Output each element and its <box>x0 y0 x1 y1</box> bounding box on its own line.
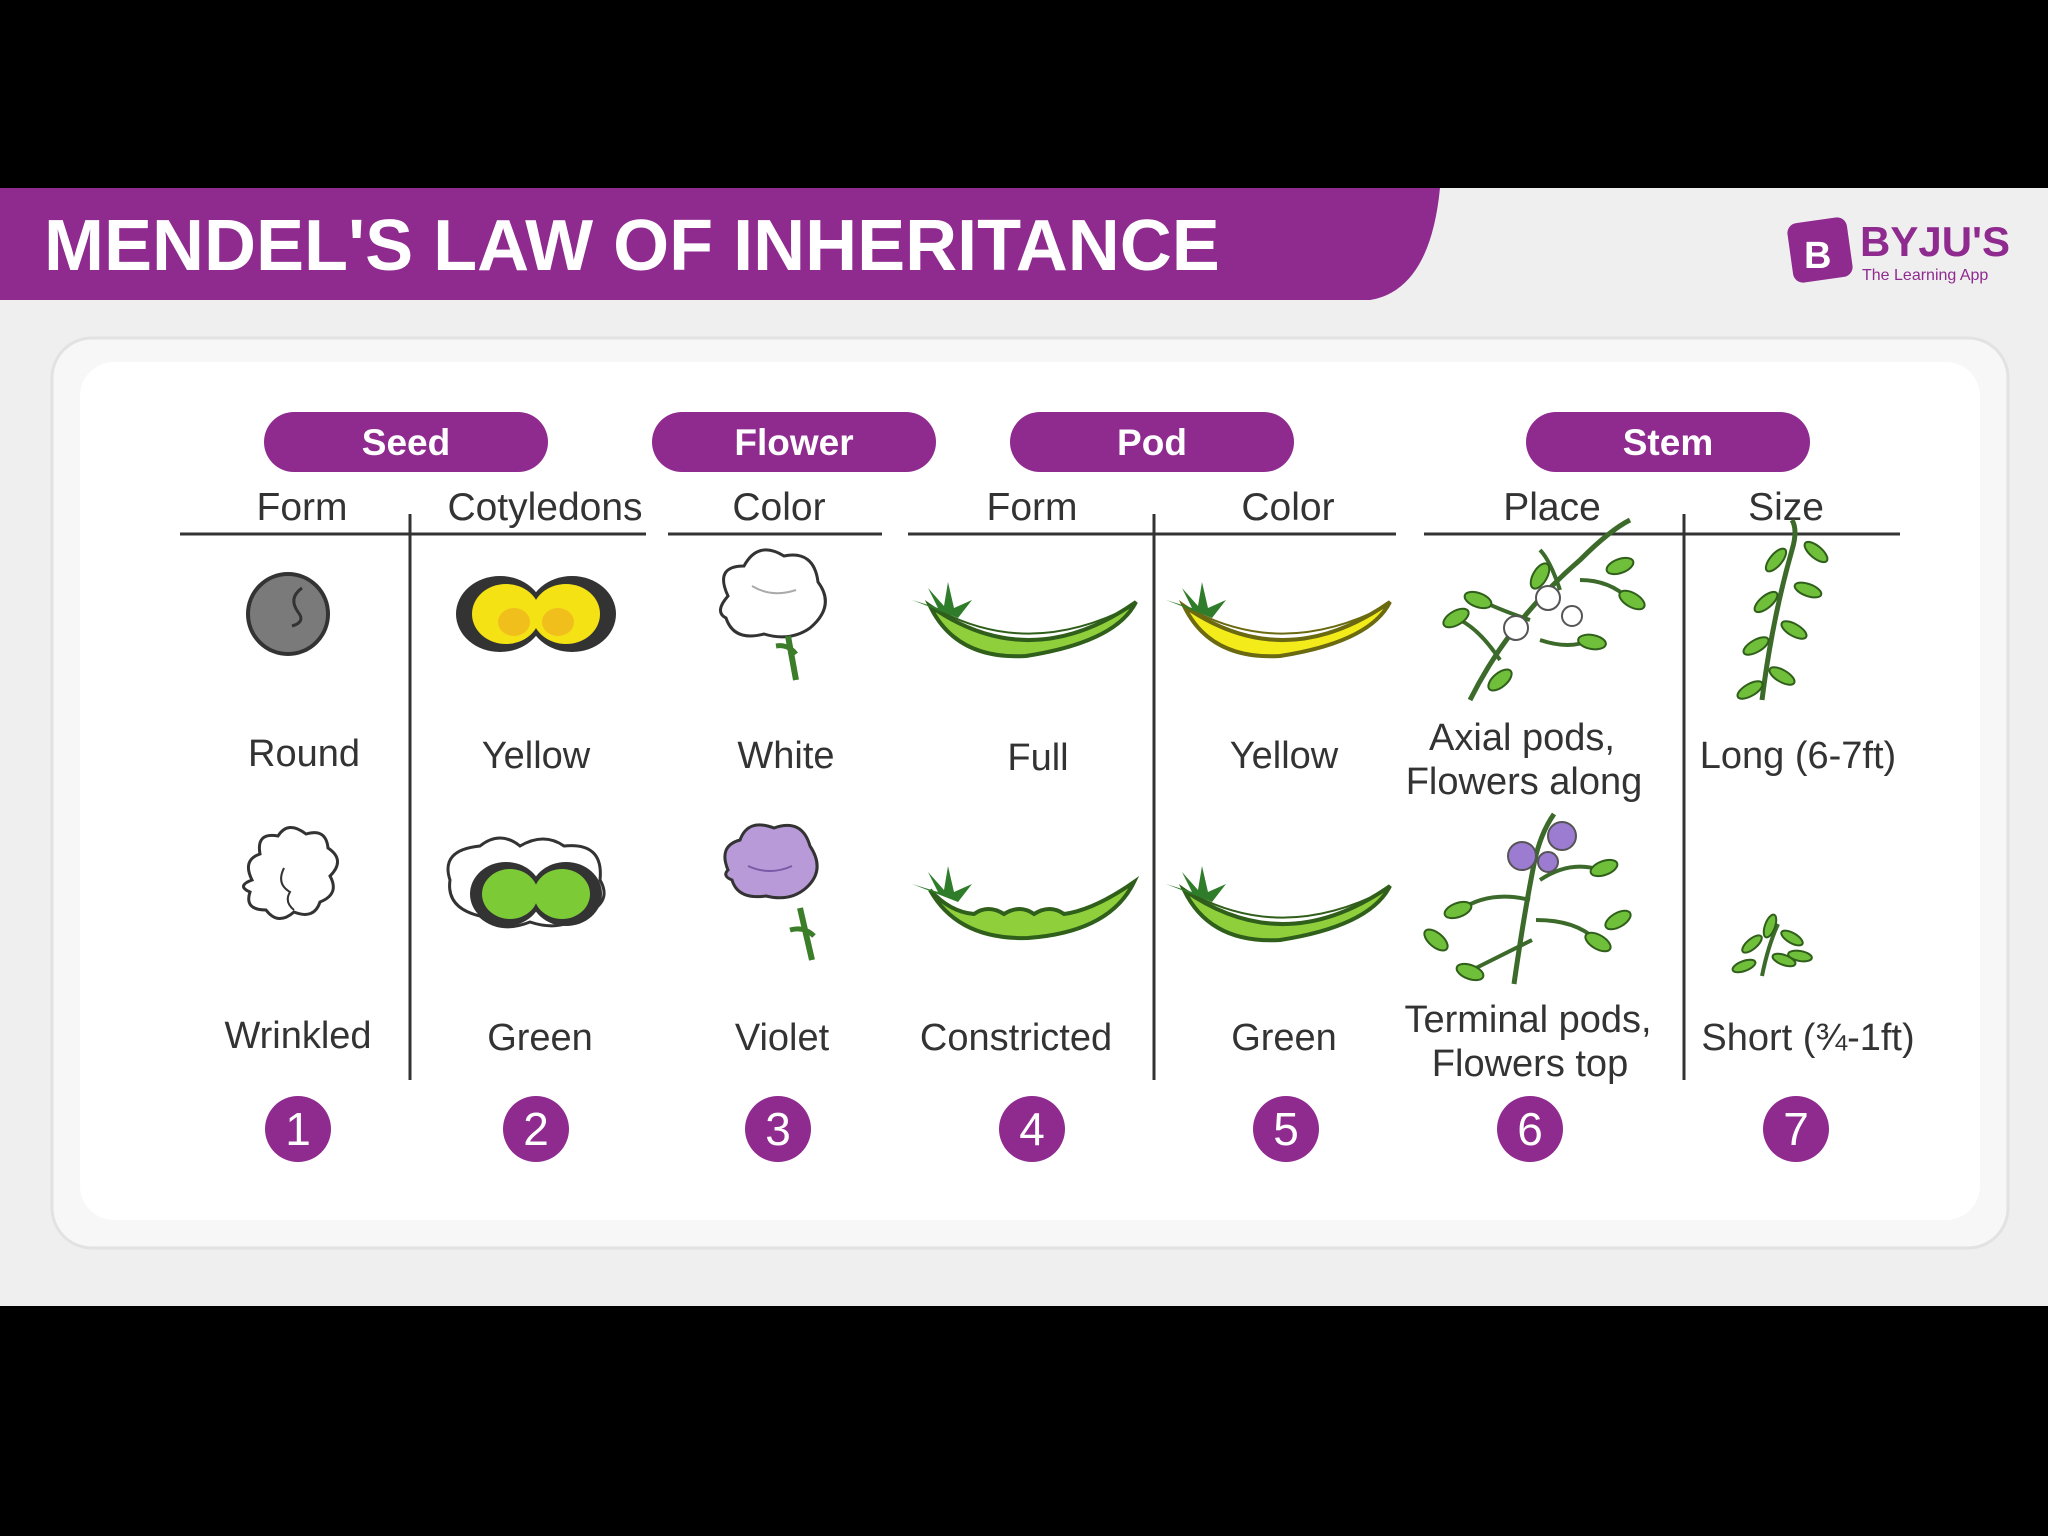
category-seed-pill: Seed <box>264 412 548 472</box>
violet-flower-icon <box>723 823 819 961</box>
number-badge: 5 <box>1253 1096 1319 1162</box>
page-title: MENDEL'S LAW OF INHERITANCE <box>44 206 1220 286</box>
trait-label: Constricted <box>920 1017 1112 1059</box>
column-header: Form <box>987 486 1078 529</box>
column-header: Size <box>1748 486 1824 529</box>
logo-brand: BYJU'S <box>1860 218 2010 265</box>
title-banner <box>0 188 1440 300</box>
logo-mark <box>1787 217 1853 283</box>
number-badge: 1 <box>265 1096 331 1162</box>
yellow-pod-icon <box>1166 582 1392 659</box>
green-cotyledon-icon <box>446 836 606 929</box>
yellow-cotyledon-icon <box>456 576 616 652</box>
column-header: Color <box>732 486 825 529</box>
trait-label: Yellow <box>482 735 591 777</box>
number-badge-text: 4 <box>1019 1103 1045 1155</box>
category-flower-pill: Flower <box>652 412 936 472</box>
number-badge-text: 3 <box>765 1103 791 1155</box>
short-stem-plant-icon <box>1731 913 1813 977</box>
wrinkled-seed-icon <box>242 826 339 920</box>
category-label: Flower <box>734 422 853 463</box>
trait-label: Full <box>1007 737 1068 779</box>
column-header: Cotyledons <box>447 486 642 529</box>
number-badge-text: 7 <box>1783 1103 1809 1155</box>
number-badge: 7 <box>1763 1096 1829 1162</box>
constricted-pod-icon <box>912 866 1140 941</box>
number-badge-text: 1 <box>285 1103 311 1155</box>
column-header: Form <box>257 486 348 529</box>
trait-label: Flowers top <box>1432 1043 1628 1085</box>
terminal-flower-plant-icon <box>1423 812 1632 985</box>
trait-label: Round <box>248 733 360 775</box>
trait-label: Yellow <box>1230 735 1339 777</box>
table-lines <box>180 514 1900 1080</box>
white-flower-icon <box>719 548 827 681</box>
logo-mark-letter: B <box>1804 235 1831 277</box>
number-badge-text: 2 <box>523 1103 549 1155</box>
round-seed-icon <box>246 572 330 656</box>
trait-label: Long (6-7ft) <box>1700 735 1896 777</box>
card <box>80 362 1980 1220</box>
trait-label: Axial pods, <box>1429 717 1615 759</box>
number-badge: 4 <box>999 1096 1065 1162</box>
logo-tagline: The Learning App <box>1862 267 1988 284</box>
trait-label: Flowers along <box>1406 761 1643 803</box>
trait-label: Violet <box>735 1017 830 1059</box>
category-label: Pod <box>1117 422 1187 463</box>
trait-label: Green <box>487 1017 593 1059</box>
category-pod-pill: Pod <box>1010 412 1294 472</box>
number-badge-text: 5 <box>1273 1103 1299 1155</box>
axial-flower-plant-icon <box>1442 517 1646 702</box>
trait-label: Green <box>1231 1017 1337 1059</box>
number-badge-text: 6 <box>1517 1103 1543 1155</box>
full-pod-icon <box>912 582 1138 659</box>
number-badge: 6 <box>1497 1096 1563 1162</box>
long-stem-plant-icon <box>1736 518 1829 701</box>
trait-label: White <box>737 735 834 777</box>
trait-label: Wrinkled <box>224 1015 371 1057</box>
column-header: Color <box>1241 486 1334 529</box>
number-badge: 3 <box>745 1096 811 1162</box>
trait-label: Short (¾-1ft) <box>1701 1017 1914 1059</box>
green-pod-icon <box>1166 866 1392 943</box>
category-label: Seed <box>362 422 450 463</box>
trait-label: Terminal pods, <box>1404 999 1651 1041</box>
category-label: Stem <box>1623 422 1713 463</box>
number-badge: 2 <box>503 1096 569 1162</box>
column-header: Place <box>1503 486 1601 529</box>
byjus-logo: B BYJU'S The Learning App <box>1787 217 2010 284</box>
category-stem-pill: Stem <box>1526 412 1810 472</box>
